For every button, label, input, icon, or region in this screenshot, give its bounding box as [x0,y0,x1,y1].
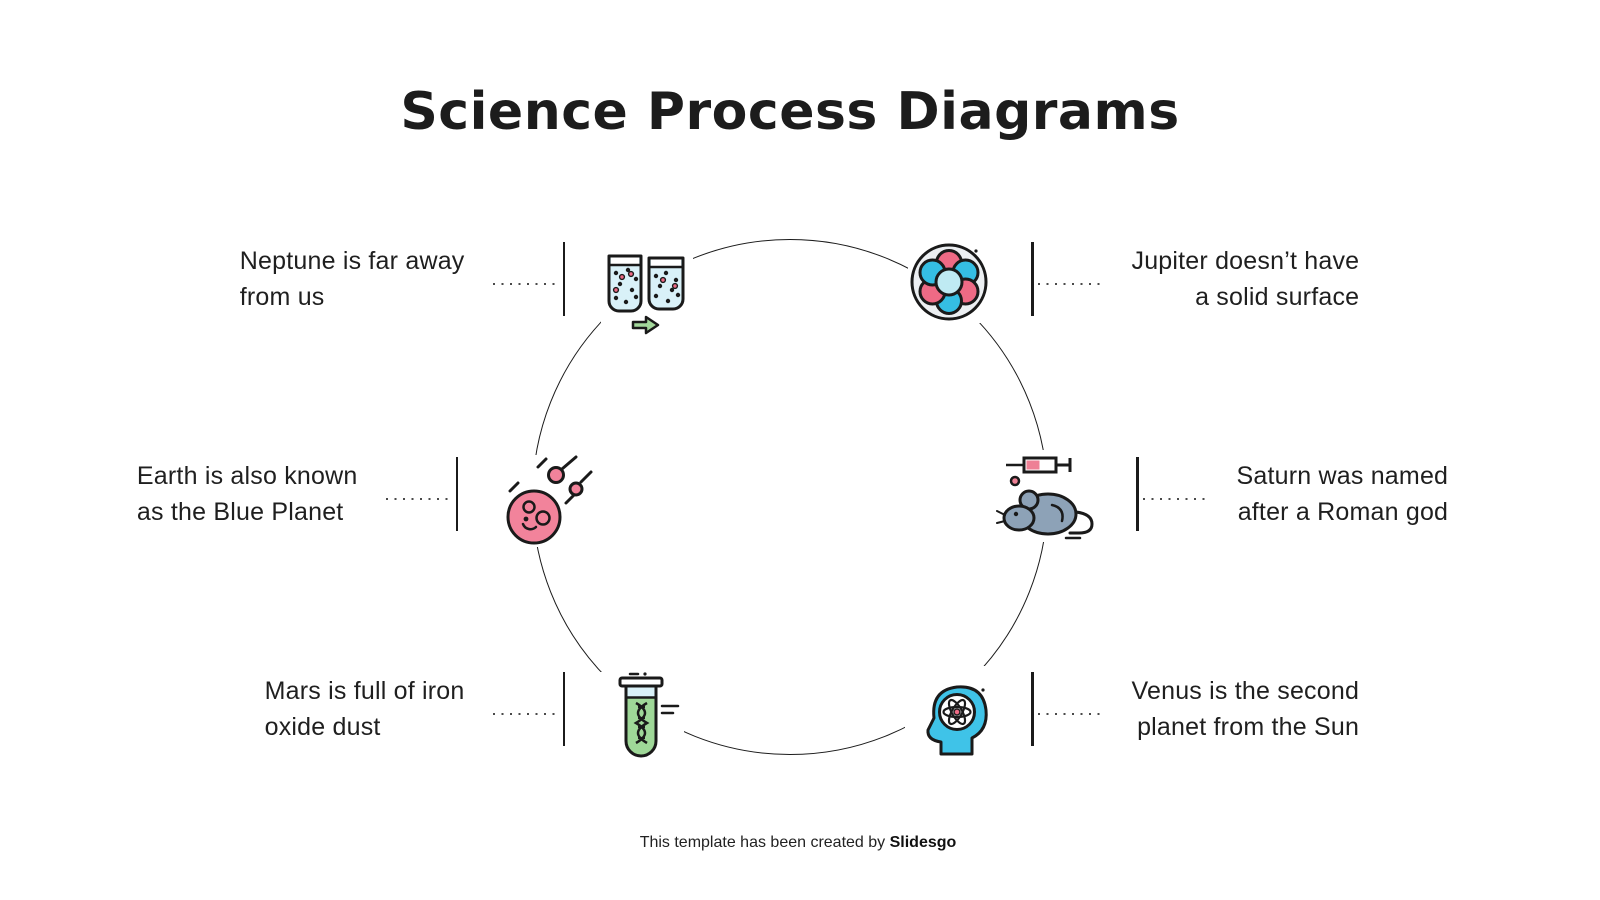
beakers-diffusion-icon [601,249,693,337]
leader-dots [492,283,559,285]
label-line: from us [239,283,325,311]
label-jupiter: Jupiter doesn’t have a solid surface [1031,240,1359,318]
label-jupiter-text: Jupiter doesn’t have a solid surface [1132,243,1360,315]
slide-title: Science Process Diagrams [400,82,1180,142]
footer-brand: Slidesgo [889,834,957,851]
label-neptune-text: Neptune is far away from us [240,243,465,315]
label-saturn-text: Saturn was named after a Roman god [1237,458,1449,530]
label-venus-text: Venus is the second planet from the Sun [1132,673,1360,745]
label-line: Jupiter doesn’t have [1131,247,1360,275]
atom-nucleus-icon [908,241,990,323]
label-mars: Mars is full of iron oxide dust [265,670,565,748]
leader-bar [562,242,565,316]
label-line: Saturn was named [1236,462,1449,490]
leader-dots [385,498,452,500]
label-saturn: Saturn was named after a Roman god [1136,455,1448,533]
meteor-icon [502,455,594,547]
label-line: Neptune is far away [239,247,465,275]
leader-bar [1031,242,1034,316]
label-line: oxide dust [264,713,381,741]
dna-test-tube-icon [598,672,684,764]
label-line: Earth is also known [136,462,358,490]
label-earth-text: Earth is also known as the Blue Planet [137,458,358,530]
label-line: as the Blue Planet [136,498,344,526]
footer-credit: This template has been created by Slides… [0,834,1596,852]
leader-dots [1142,498,1209,500]
label-line: planet from the Sun [1137,713,1360,741]
label-mars-text: Mars is full of iron oxide dust [265,673,465,745]
label-earth: Earth is also known as the Blue Planet [137,455,458,533]
leader-bar [1136,457,1139,531]
label-venus: Venus is the second planet from the Sun [1031,670,1359,748]
leader-bar [562,672,565,746]
label-line: Mars is full of iron [264,677,465,705]
leader-bar [1031,672,1034,746]
label-neptune: Neptune is far away from us [240,240,565,318]
leader-dots [1037,713,1104,715]
leader-dots [1037,283,1104,285]
lab-rat-syringe-icon [996,450,1094,542]
leader-dots [492,713,559,715]
label-line: a solid surface [1195,283,1360,311]
footer-text: This template has been created by [639,834,890,851]
head-atom-icon [905,666,997,758]
leader-bar [455,457,458,531]
label-line: after a Roman god [1237,498,1449,526]
label-line: Venus is the second [1131,677,1360,705]
